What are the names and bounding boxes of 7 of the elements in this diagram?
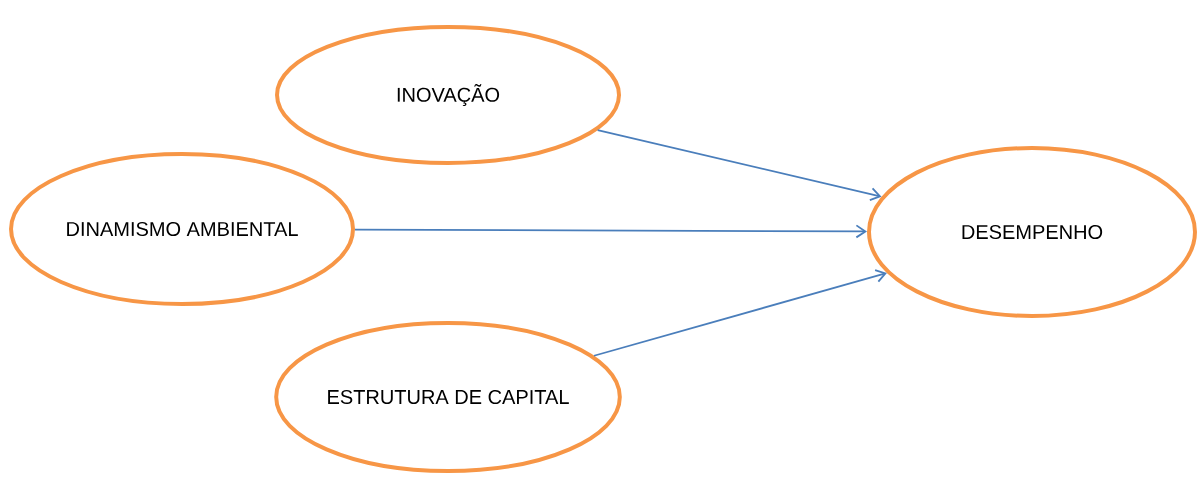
ellipse-node: DESEMPENHO: [867, 146, 1197, 318]
arrow: [593, 269, 887, 357]
arrow: [354, 224, 867, 239]
ellipse-node: ESTRUTURA DE CAPITAL: [274, 321, 622, 473]
arrow: [596, 129, 882, 201]
ellipse-node: INOVAÇÃO: [275, 25, 621, 165]
ellipse-node: DINAMISMO AMBIENTAL: [9, 152, 355, 306]
